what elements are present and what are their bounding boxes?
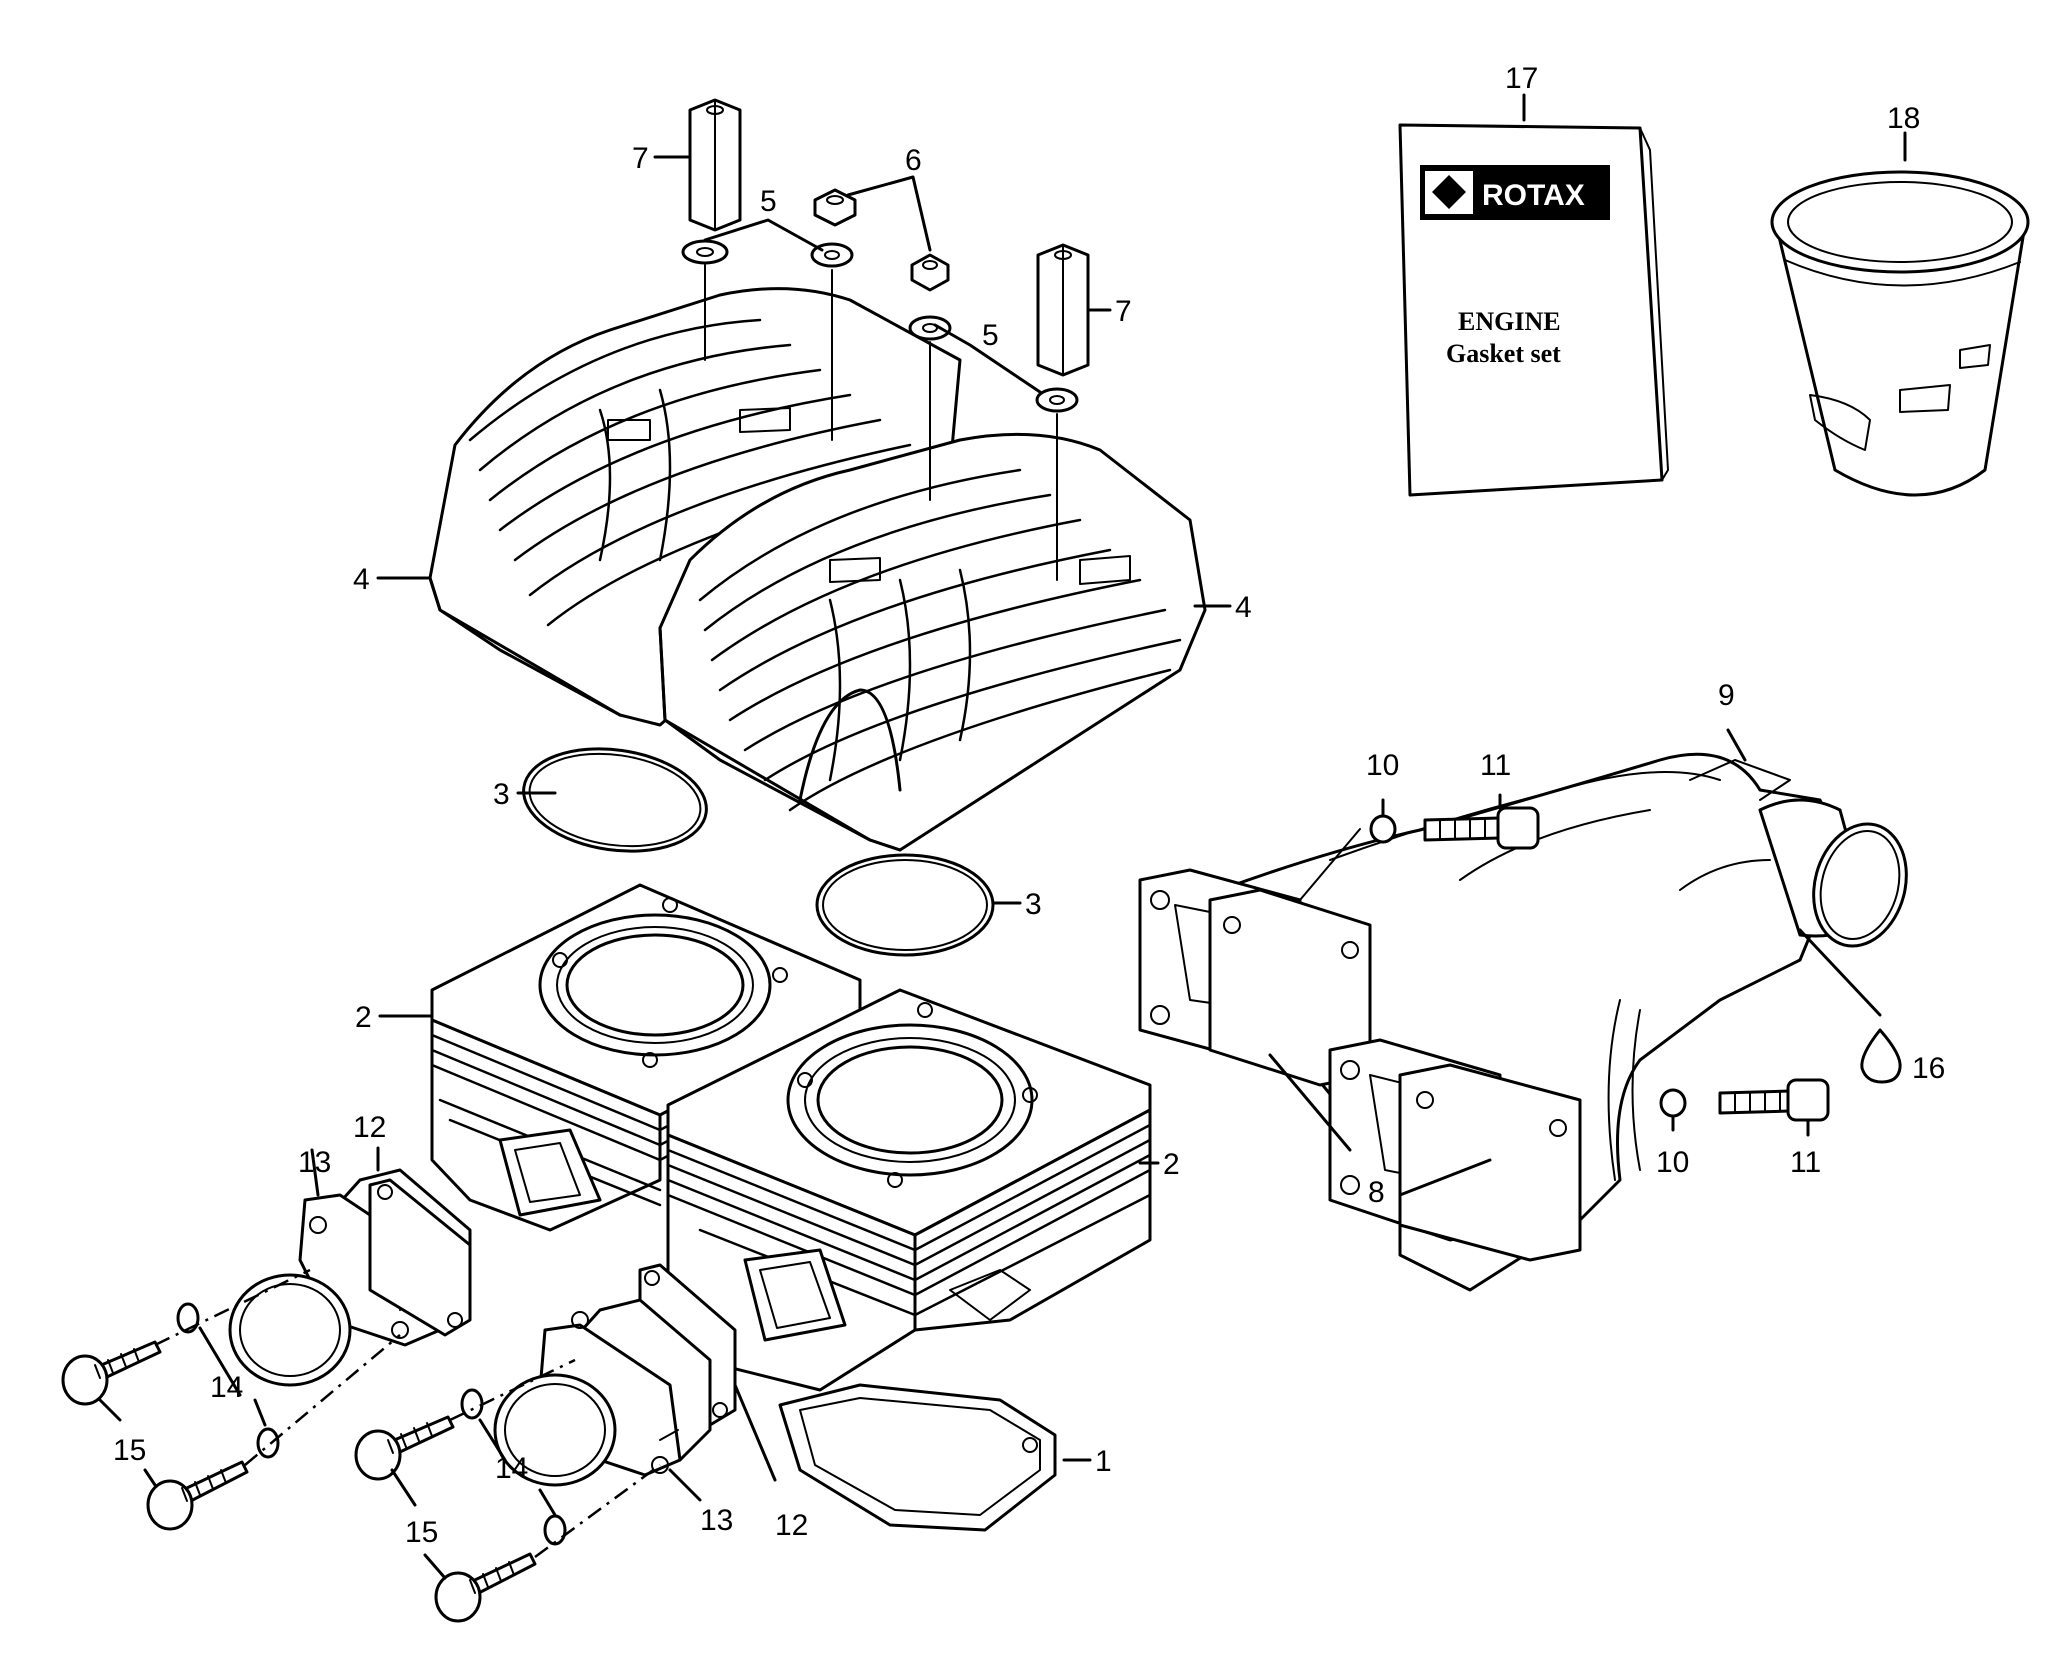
callout-2-left: 2: [355, 1001, 372, 1034]
book-title-line2: Gasket set: [1446, 339, 1561, 368]
callout-12-upper: 12: [353, 1111, 386, 1144]
bolt-3: [354, 1415, 455, 1481]
callout-11-upper: 11: [1480, 749, 1511, 782]
callout-17: 17: [1505, 62, 1538, 95]
sealant-drop: [1860, 1028, 1902, 1084]
callout-4-left: 4: [353, 563, 370, 596]
callout-13-lower: 13: [700, 1504, 733, 1537]
nut-2: [910, 253, 950, 292]
gasket-set-book: ROTAX ENGINE Gasket set: [1398, 123, 1669, 497]
cylinder-head-left: [428, 287, 962, 727]
washer-head-3: [908, 315, 952, 341]
callout-8: 8: [1368, 1176, 1385, 1209]
callout-9: 9: [1718, 679, 1735, 712]
callout-7-right: 7: [1115, 295, 1132, 328]
callout-16: 16: [1912, 1052, 1945, 1085]
callout-15-left: 15: [113, 1434, 146, 1467]
washer-lower-3: [543, 1514, 567, 1546]
lock-washer-lower: [1659, 1088, 1687, 1118]
callout-13-upper: 13: [298, 1146, 331, 1179]
screw-upper: [1423, 806, 1540, 850]
callout-15-right: 15: [405, 1516, 438, 1549]
book-title-line1: ENGINE: [1458, 307, 1561, 336]
callout-6: 6: [905, 144, 922, 177]
lock-washer-upper: [1369, 814, 1397, 844]
callout-11-lower: 11: [1790, 1146, 1821, 1179]
callout-3-left: 3: [493, 778, 510, 811]
screw-lower: [1718, 1078, 1830, 1122]
callout-10-upper: 10: [1366, 749, 1399, 782]
head-gasket-right: [815, 853, 995, 957]
bolt-2: [146, 1460, 249, 1531]
callout-14-right: 14: [495, 1452, 528, 1485]
callout-1: 1: [1095, 1445, 1112, 1478]
callout-2-right: 2: [1163, 1148, 1180, 1181]
base-gasket: [778, 1383, 1057, 1532]
washer-lower-2: [460, 1388, 484, 1420]
bolt-1: [61, 1340, 162, 1406]
cylinder-head-right: [658, 432, 1207, 852]
washer-head-1: [681, 239, 729, 265]
callout-14-left: 14: [210, 1371, 243, 1404]
callout-7-left: 7: [632, 142, 649, 175]
spacer-left: [688, 98, 742, 232]
callout-18: 18: [1887, 102, 1920, 135]
washer-lower-1: [256, 1427, 280, 1459]
cylinder-sleeve: [1770, 170, 2030, 497]
intake-flange-lower: [493, 1298, 712, 1487]
exhaust-flange-right: [1398, 1063, 1582, 1262]
book-logo-text: ROTAX: [1482, 179, 1585, 212]
cylinder-left: [430, 883, 862, 1232]
callout-labels: 1 2 2 3 3 4 4 5 5 6 7 7 8 9 10 10 11 11 …: [113, 62, 1945, 1549]
nut-1: [813, 188, 857, 227]
leader-lines: [98, 93, 1907, 1580]
callout-5-mid: 5: [982, 319, 999, 352]
callout-5-top: 5: [760, 185, 777, 218]
callout-10-lower: 10: [1656, 1146, 1689, 1179]
head-gasket-left: [522, 747, 708, 853]
washer-head-4: [1035, 387, 1079, 413]
callout-4-right: 4: [1235, 591, 1252, 624]
intake-gasket-upper: [368, 1178, 472, 1337]
callout-12-lower: 12: [775, 1509, 808, 1542]
bolt-4: [434, 1552, 537, 1623]
spacer-right: [1036, 243, 1090, 377]
callout-3-right: 3: [1025, 888, 1042, 921]
washer-upper: [176, 1302, 200, 1334]
